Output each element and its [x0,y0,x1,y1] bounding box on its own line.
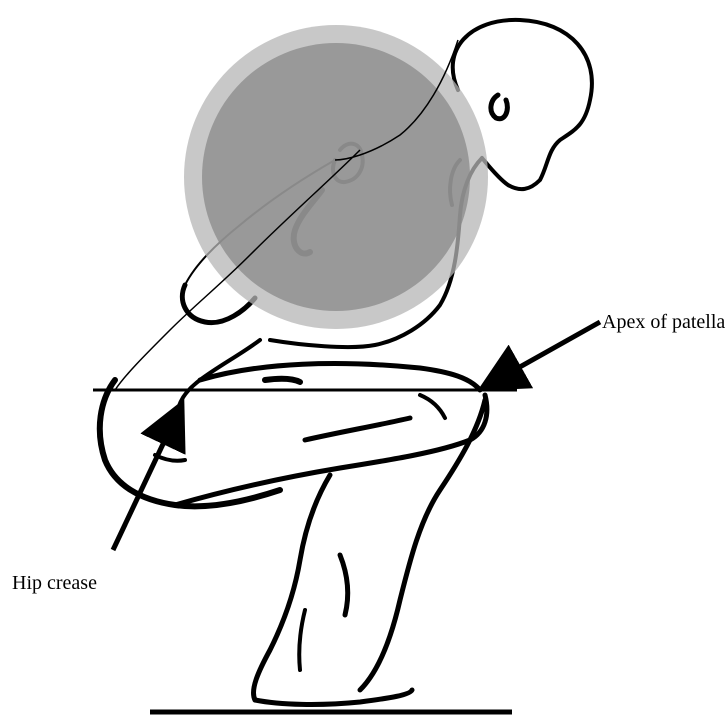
hip-crease-label: Hip crease [12,573,97,593]
barbell-plate-inner-icon [202,43,470,311]
patella-arrow [486,322,600,386]
apex-of-patella-label: Apex of patella [602,312,725,332]
hip-crease-arrow [113,408,180,550]
